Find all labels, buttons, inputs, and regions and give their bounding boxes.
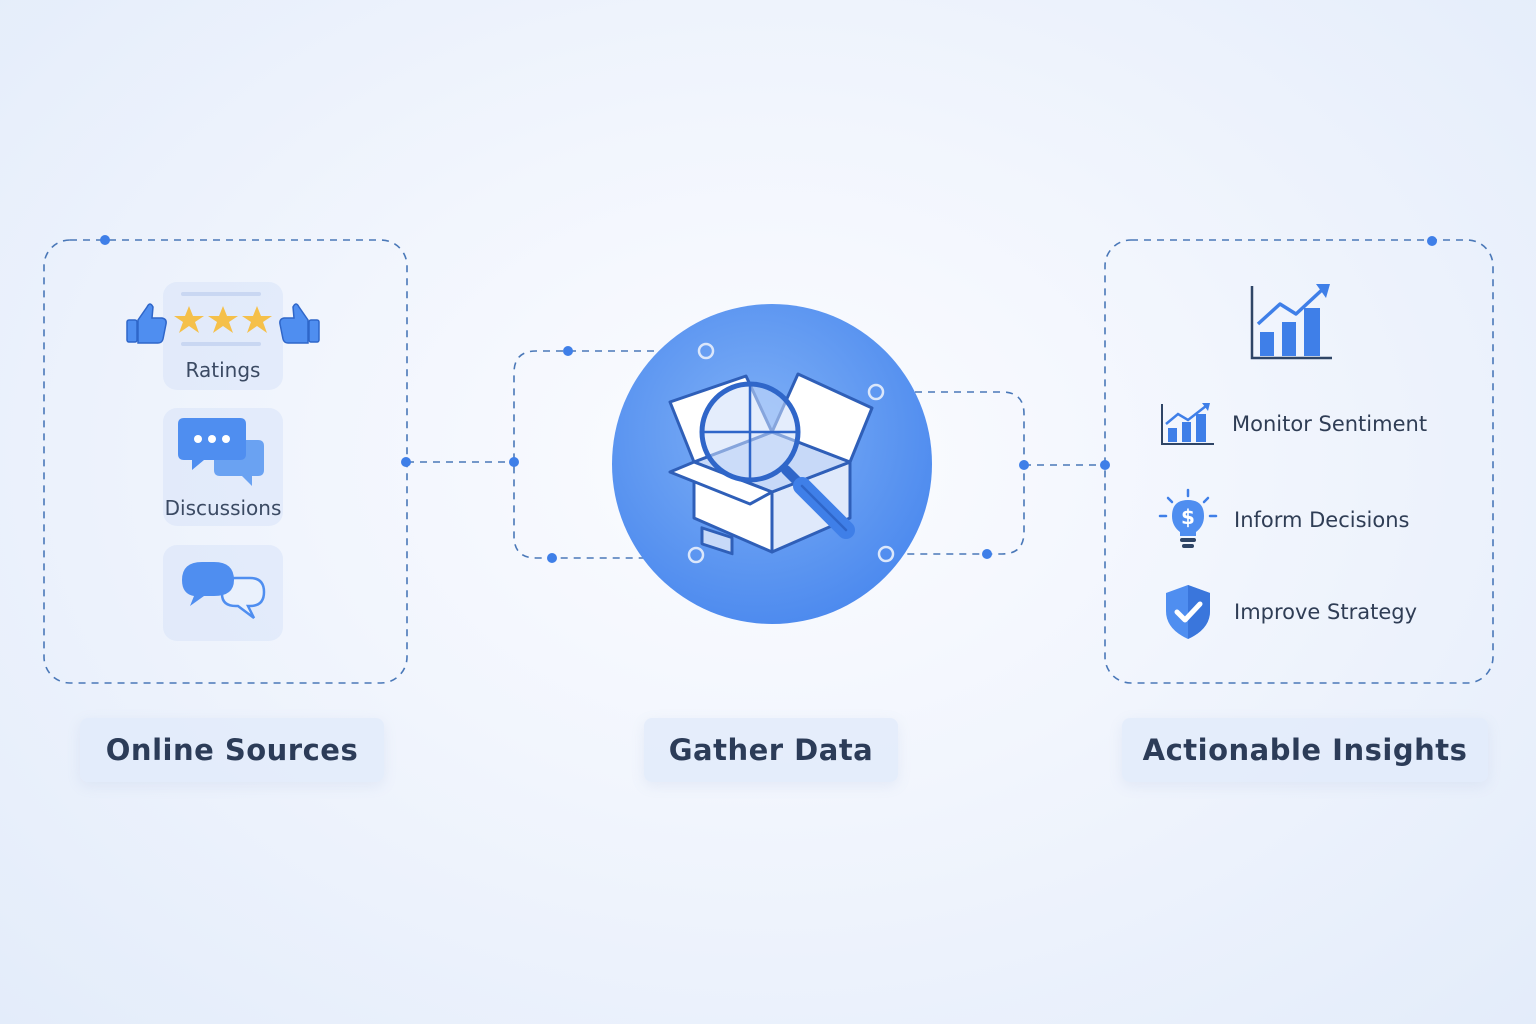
box-magnifier-icon bbox=[612, 304, 932, 624]
chat-bubbles-icon bbox=[182, 562, 266, 619]
node-dot bbox=[563, 346, 573, 356]
source-card-chat bbox=[163, 545, 283, 641]
speech-bubbles-icon bbox=[178, 418, 264, 486]
insight-label-monitor: Monitor Sentiment bbox=[1232, 412, 1428, 436]
source-card-ratings: Ratings bbox=[126, 282, 320, 390]
insight-label-inform: Inform Decisions bbox=[1234, 508, 1410, 532]
source-label-ratings: Ratings bbox=[185, 358, 261, 382]
insight-item-improve: Improve Strategy bbox=[1158, 583, 1417, 641]
bar-chart-growth-icon bbox=[1250, 284, 1332, 360]
wire-loop-right bbox=[876, 391, 1025, 555]
insight-item-inform: $ Inform Decisions bbox=[1158, 488, 1410, 552]
node-dot bbox=[547, 553, 557, 563]
insights-title: Actionable Insights bbox=[1122, 718, 1488, 782]
node-dot bbox=[509, 457, 519, 467]
svg-text:$: $ bbox=[1181, 505, 1195, 529]
node-dot bbox=[1100, 460, 1110, 470]
node-dot bbox=[982, 549, 992, 559]
node-dot bbox=[1427, 236, 1437, 246]
insight-item-monitor: Monitor Sentiment bbox=[1158, 400, 1427, 448]
hub-title: Gather Data bbox=[644, 718, 898, 782]
bar-chart-icon bbox=[1161, 403, 1214, 445]
node-dot bbox=[401, 457, 411, 467]
lightbulb-dollar-icon: $ bbox=[1158, 488, 1218, 548]
source-label-discussions: Discussions bbox=[164, 496, 282, 520]
insight-label-improve: Improve Strategy bbox=[1234, 600, 1418, 624]
node-dot bbox=[1019, 460, 1029, 470]
shield-check-icon bbox=[1166, 585, 1210, 639]
source-card-discussions: Discussions bbox=[163, 408, 283, 526]
sources-title: Online Sources bbox=[80, 718, 384, 782]
rating-stars-thumbs-icon bbox=[126, 292, 320, 346]
node-dot bbox=[100, 235, 110, 245]
wire-loop-left bbox=[513, 350, 706, 559]
